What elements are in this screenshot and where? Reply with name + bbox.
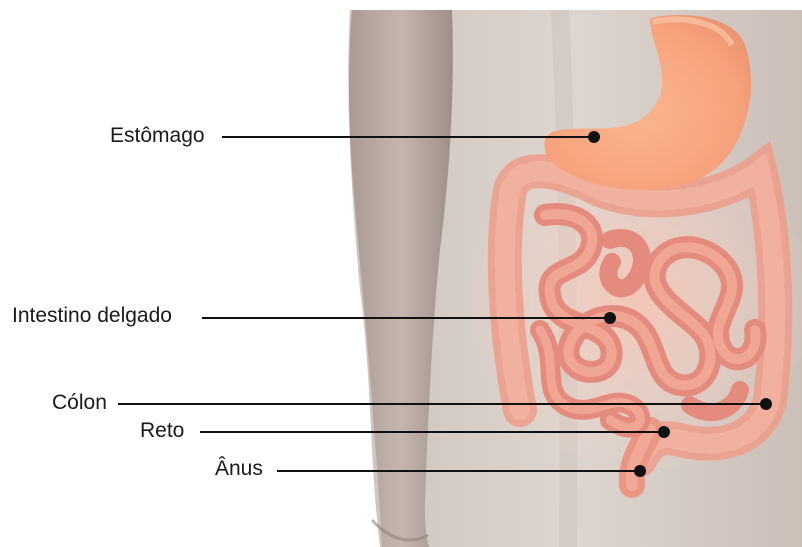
label-small-intestine: Intestino delgado [12, 305, 172, 326]
label-anus: Ânus [215, 458, 263, 479]
pointer-dot-colon [760, 398, 772, 410]
label-stomach: Estômago [110, 125, 205, 146]
pointer-dot-stomach [588, 131, 600, 143]
label-colon: Cólon [52, 392, 107, 413]
pointer-dot-small-intestine [604, 312, 616, 324]
pointer-dot-rectum [658, 426, 670, 438]
label-rectum: Reto [140, 420, 184, 441]
pointer-dot-anus [634, 465, 646, 477]
